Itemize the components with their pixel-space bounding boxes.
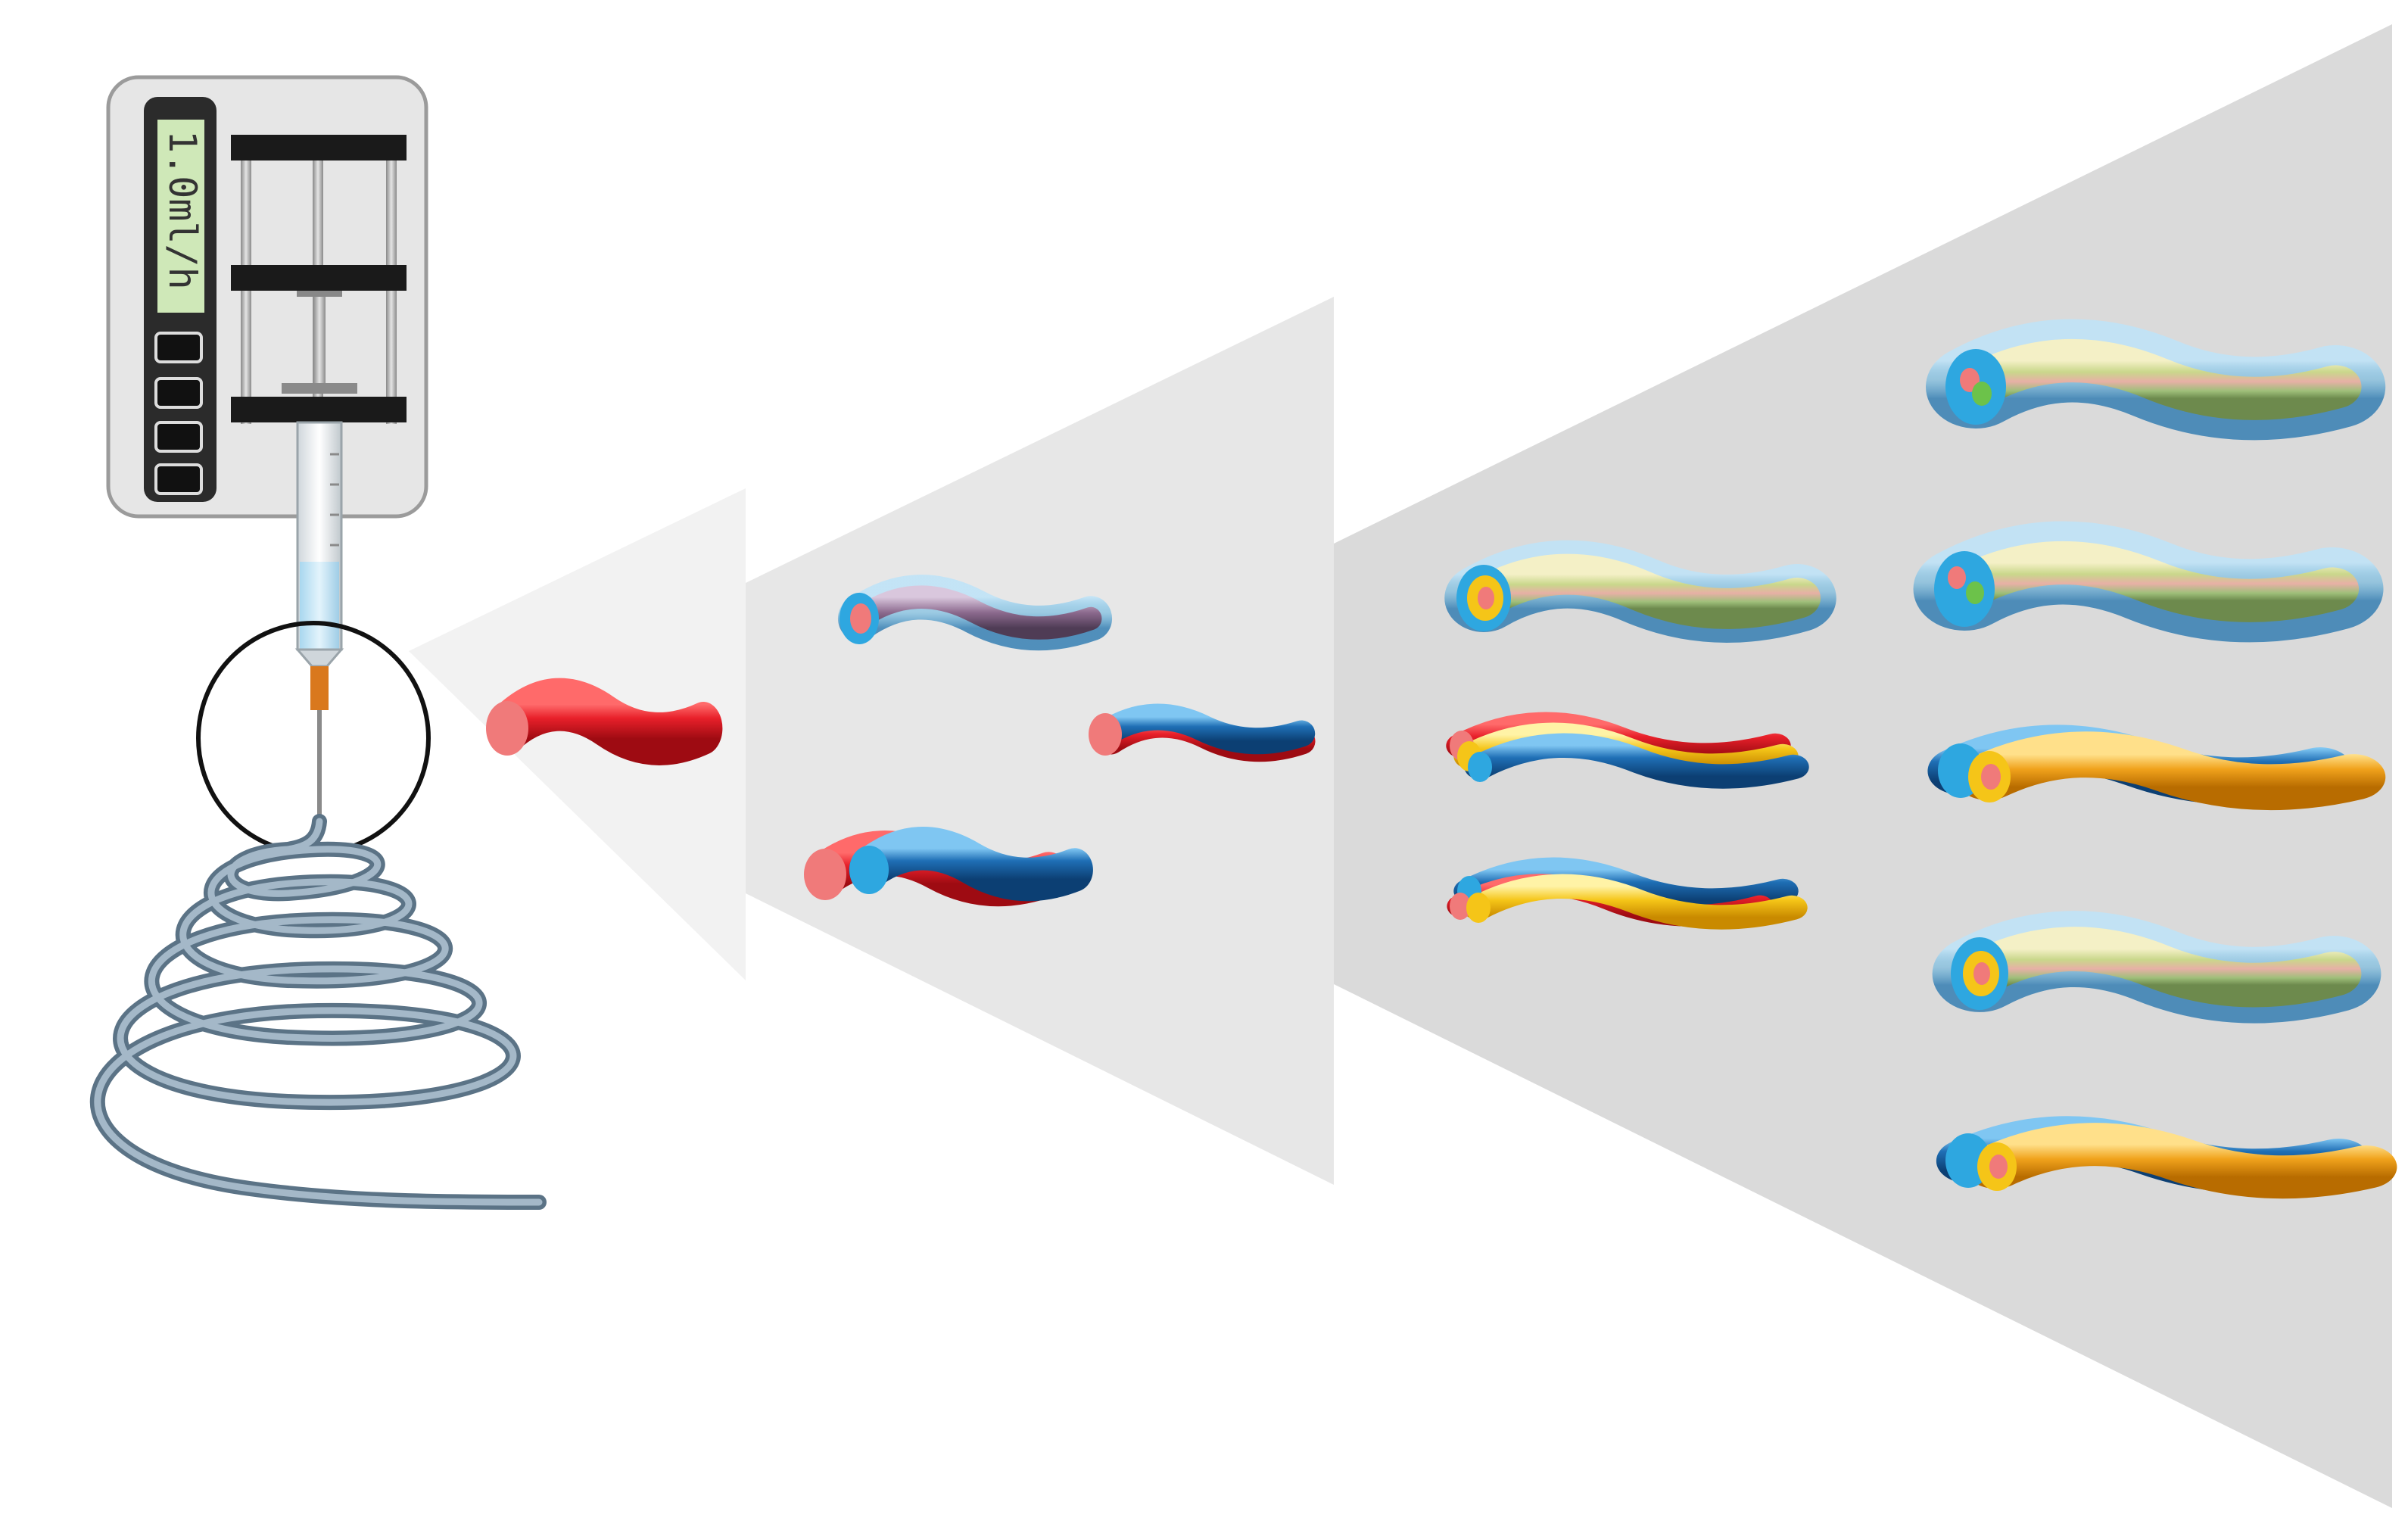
pump-button-4[interactable] bbox=[154, 463, 203, 495]
pump-bottom-bar bbox=[231, 397, 407, 422]
magnification-panel-2 bbox=[746, 297, 1334, 1185]
pump-button-3[interactable] bbox=[154, 421, 203, 453]
fiber-multi-core-sheath-2 bbox=[1934, 551, 2332, 627]
pump-button-1[interactable] bbox=[154, 332, 203, 363]
fiber-single-red bbox=[486, 701, 703, 756]
magnification-panel-1 bbox=[409, 488, 746, 980]
pump-button-2[interactable] bbox=[154, 377, 203, 409]
fiber-core-shell bbox=[840, 593, 1091, 644]
fiber-core-shell-side-by-side bbox=[1938, 743, 2353, 802]
syringe-solution bbox=[300, 562, 339, 650]
fiber-multi-core-sheath bbox=[1945, 349, 2335, 425]
fiber-three-side-by-side-alt bbox=[1450, 870, 1792, 923]
flow-rate-readout: 1.0ml/h bbox=[160, 130, 204, 290]
pump-middle-bar bbox=[231, 265, 407, 291]
fiber-core-shell-side-by-side-2 bbox=[1945, 1133, 2366, 1191]
fiber-three-side-by-side bbox=[1450, 725, 1793, 782]
fiber-side-by-side bbox=[1089, 713, 1302, 756]
fiber-side-by-side-offset bbox=[804, 846, 1075, 900]
syringe-pump: 1.0ml/h bbox=[106, 75, 428, 519]
fiber-triaxial-2 bbox=[1951, 937, 2334, 1010]
fiber-triaxial bbox=[1456, 565, 1797, 631]
pump-display bbox=[157, 120, 204, 313]
pump-top-bar bbox=[231, 135, 407, 160]
syringe bbox=[294, 421, 344, 821]
needle-hub bbox=[310, 666, 329, 710]
